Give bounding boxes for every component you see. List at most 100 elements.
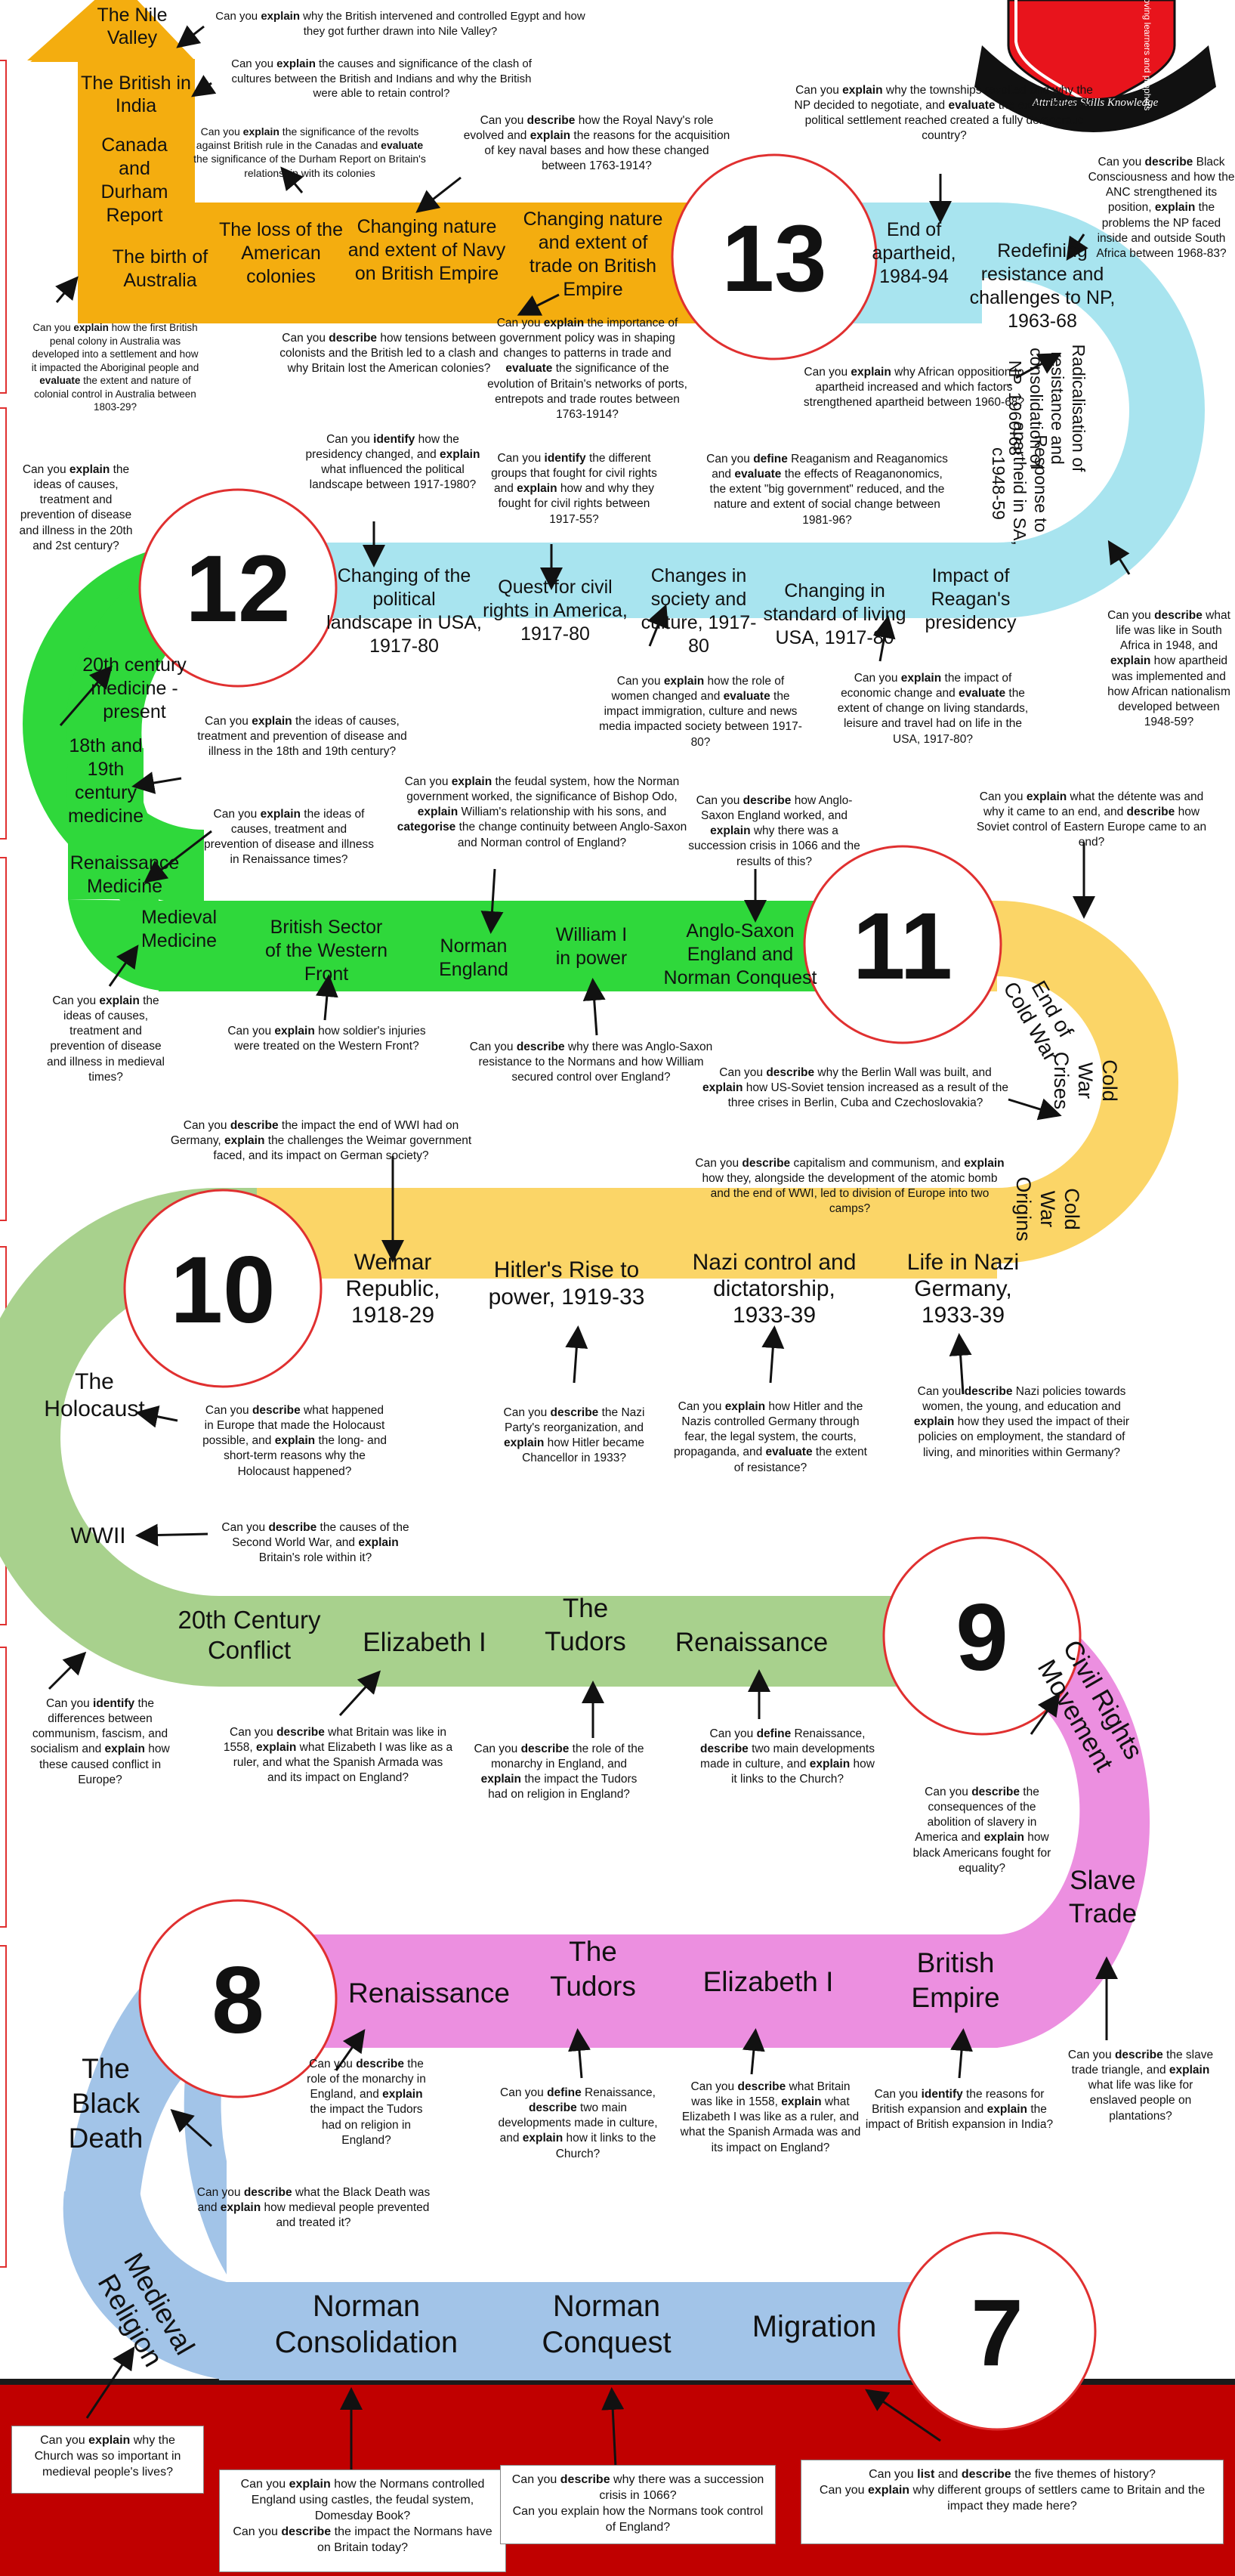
topic-line: Response to xyxy=(1031,434,1051,532)
question-q-nile: Can you explain why the British interven… xyxy=(215,10,585,38)
topic-line: William I xyxy=(556,924,627,945)
topic-line: power, 1919-33 xyxy=(489,1285,645,1310)
question-q-colonies: Can you describe how tensions between co… xyxy=(279,332,499,376)
topic-line: 1933-39 xyxy=(922,1303,1005,1328)
topic-line: Radicalisation of xyxy=(1069,345,1088,472)
question-q-civil: Can you identify the different groups th… xyxy=(491,452,657,526)
topic-line: Weimar xyxy=(354,1250,432,1275)
year8-number: 8 xyxy=(211,1948,264,2053)
year12-number: 12 xyxy=(185,537,290,642)
topic-line: Holocaust xyxy=(44,1396,145,1421)
question-box-q-church: Can you explain why the Church was so im… xyxy=(11,2426,204,2494)
topic-line: in power xyxy=(556,948,628,969)
topic-line: Canada xyxy=(101,135,168,156)
topic-line: 19th xyxy=(88,759,125,780)
topic-line: Hitler's Rise to xyxy=(494,1257,639,1282)
question-q-nazi: Can you explain how Hitler and the Nazis… xyxy=(674,1400,867,1474)
topic-line: and xyxy=(119,158,150,179)
question-q-apartheid-end: Can you explain why the townships revolt… xyxy=(794,84,1095,143)
topic-line: Medicine xyxy=(141,930,217,951)
topic-y13-radicalisation: Radicalisation ofresistance andconsolida… xyxy=(1005,345,1088,472)
question-q-holocaust: Can you describe what happened in Europe… xyxy=(202,1404,387,1478)
topic-line: challenges to NP, xyxy=(970,287,1116,308)
logo-banner-text: Attributes Skills Knowledge xyxy=(1032,97,1159,109)
question-q-eliz9: Can you describe what Britain was like i… xyxy=(223,1726,453,1785)
year12-path xyxy=(23,543,997,992)
topic-line: The xyxy=(563,1594,608,1623)
topic-line: Slave xyxy=(1070,1866,1136,1895)
left-margin-brackets xyxy=(0,60,7,2268)
topic-line: End of xyxy=(887,219,941,240)
topic-line: Medieval xyxy=(141,907,217,928)
question-q-redefining: Can you describe Black Consciousness and… xyxy=(1088,156,1235,260)
topic-line: England and xyxy=(687,944,793,965)
topic-line: 1933-39 xyxy=(733,1303,816,1328)
year9-number: 9 xyxy=(956,1585,1008,1690)
topic-line: 20th Century xyxy=(178,1606,321,1634)
question-q-medicine1819: Can you explain the ideas of causes, tre… xyxy=(197,715,407,759)
topic-line: Life in Nazi xyxy=(907,1250,1019,1275)
topic-line: WWII xyxy=(70,1523,125,1548)
topic-line: Changing nature xyxy=(523,209,663,230)
question-q-living: Can you explain the impact of economic c… xyxy=(837,672,1029,746)
topic-y11-origins: ColdWarOrigins xyxy=(1012,1177,1083,1242)
topic-line: Black xyxy=(72,2088,140,2119)
topic-line: Nazi control and xyxy=(693,1250,857,1275)
question-q-medicine20: Can you explain the ideas of causes, tre… xyxy=(19,463,133,552)
topic-line: apartheid, xyxy=(872,243,956,264)
topic-y11-crises: ColdWarCrises xyxy=(1050,1052,1121,1110)
topic-line: 80 xyxy=(688,635,709,657)
topic-y9-wwii: WWII xyxy=(70,1523,125,1548)
question-q-ren9: Can you define Renaissance, describe two… xyxy=(700,1727,875,1786)
topic-line: Norman xyxy=(440,935,508,957)
topic-line: on British Empire xyxy=(355,263,499,284)
topic-line: The xyxy=(75,1369,114,1394)
question-q-20th: Can you identify the differences between… xyxy=(30,1697,170,1786)
topic-line: of the Western xyxy=(265,940,387,961)
question-q-renmed: Can you explain the ideas of causes, tre… xyxy=(204,808,374,867)
topic-line: England xyxy=(439,959,508,980)
topic-line: and extent of xyxy=(539,232,648,253)
year7-number: 7 xyxy=(971,2281,1024,2386)
topic-line: Consolidation xyxy=(275,2326,458,2359)
topic-line: War xyxy=(1074,1062,1097,1099)
topic-line: The British in xyxy=(81,73,191,94)
topic-line: Impact of xyxy=(932,565,1010,586)
question-q-origins: Can you describe capitalism and communis… xyxy=(695,1157,1005,1216)
question-q-norman: Can you explain the feudal system, how t… xyxy=(397,775,687,849)
topic-line: Reagan's xyxy=(931,589,1011,610)
topic-line: Changes in xyxy=(651,565,746,586)
topic-line: Cold xyxy=(1061,1188,1083,1230)
year-circles xyxy=(123,153,1097,2431)
topic-line: trade on British xyxy=(530,255,656,277)
topic-line: and extent of Navy xyxy=(348,240,506,261)
question-q-life: Can you describe Nazi policies towards w… xyxy=(913,1385,1130,1459)
topic-y11-william: William I in power xyxy=(556,924,628,969)
topic-line: 1917-80 xyxy=(369,635,439,657)
topic-line: The xyxy=(569,1936,617,1967)
topic-line: Renaissance xyxy=(675,1628,828,1657)
question-q-trade: Can you explain the importance of govern… xyxy=(487,317,687,421)
topic-line: The Nile xyxy=(97,5,167,26)
year11-number: 11 xyxy=(853,894,952,999)
topic-line: medicine xyxy=(68,806,144,827)
topic-line: Quest for civil xyxy=(498,577,612,598)
topic-line: Death xyxy=(69,2123,144,2154)
topic-line: 18th and xyxy=(69,735,142,756)
